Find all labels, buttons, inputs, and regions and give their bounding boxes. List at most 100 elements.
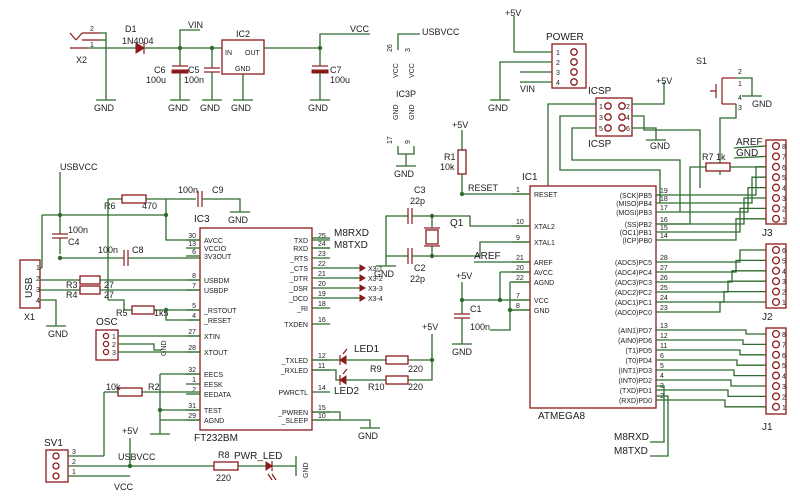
x3-arrow (359, 284, 366, 292)
x3-label: X3-4 (368, 296, 383, 303)
gnd-label-ic2: GND (231, 103, 252, 113)
j3-pin-number: 3 (782, 196, 786, 203)
gnd-label-crystal: GND (374, 269, 395, 279)
ic3-pin-number: 5 (192, 303, 196, 310)
j1-pin (771, 381, 781, 391)
icsp-pin-number: 5 (599, 126, 603, 133)
p5v-label-ic1: +5V (456, 271, 472, 281)
aref-net-label: AREF (474, 251, 501, 262)
r1-resistor: +5V R1 10k RESET (440, 120, 530, 197)
ic3-pin-name: USBDP (204, 288, 228, 295)
ic1-pin-number: 25 (660, 285, 668, 292)
ic3p-pin-9: 9 (405, 140, 412, 144)
x1-label: X1 (24, 312, 35, 322)
ic1-pin-name: (ADC3)PC3 (615, 280, 652, 287)
ic3-pin-name: USBDM (204, 278, 229, 285)
ic3-pin-name: TEST (204, 408, 223, 415)
ic1-pin-name: (ICP)PB0 (622, 238, 652, 245)
j2-pin-number: 1 (782, 300, 786, 307)
ic3-pin-name: EEDATA (204, 392, 231, 399)
x3-label: X3-1 (368, 266, 383, 273)
vcc-label-top: VCC (350, 24, 370, 34)
r4-label: R4 (66, 290, 78, 300)
osc-label: OSC (96, 317, 118, 328)
ic1-pin-name: (T1)PD5 (626, 348, 653, 355)
p5v-label-icsp: +5V (656, 76, 672, 86)
c5-value: 100n (184, 75, 204, 85)
ic1-pin-number: 5 (660, 363, 664, 370)
ic3-pin-number: 24 (318, 241, 326, 248)
j3-pin (771, 214, 781, 223)
ic3p-label: IC3P (396, 89, 416, 99)
c9-label: C9 (212, 185, 224, 195)
ic1-pin-number: 23 (660, 305, 668, 312)
pwr-led-label: PWR_LED (234, 451, 282, 462)
gnd-label-pwr-led: GND (303, 462, 310, 478)
j2-pin-number: 3 (782, 279, 786, 286)
d1-value: 1N4004 (122, 36, 154, 46)
ic1-pin-number: 19 (660, 188, 668, 195)
ic1-pin-number: 28 (660, 255, 668, 262)
j2-pin-number: 4 (782, 269, 786, 276)
sv1-pin-number: 1 (72, 469, 76, 476)
j1-pin-number: 7 (782, 342, 786, 349)
r3-label: R3 (66, 280, 78, 290)
ic3-part-name: FT232BM (194, 433, 238, 444)
ic3-pin-number: 23 (318, 251, 326, 258)
ic1-pin-name: GND (534, 308, 550, 315)
ic1-pin-name: AVCC (534, 270, 553, 277)
power-label: POWER (546, 32, 584, 43)
c6-label: C6 (154, 65, 166, 75)
j1-pin-number: 2 (782, 394, 786, 401)
j2-pin-number: 2 (782, 290, 786, 297)
ic1-pin-number: 4 (660, 373, 664, 380)
ic3-pin-number: 16 (318, 317, 326, 324)
j1-wire (676, 349, 766, 356)
ic1-pin-number: 15 (660, 225, 668, 232)
j2-pin (771, 277, 781, 286)
j3-pin-number: 4 (782, 186, 786, 193)
ic1-pin-number: 16 (660, 217, 668, 224)
j1-pin-number: 4 (782, 374, 786, 381)
ic3-pin-name: _SLEEP (281, 418, 309, 425)
ic1-pin-name: (T0)PD4 (626, 358, 653, 365)
ic1-pin-number: 12 (660, 333, 668, 340)
ic3-pin-number: 6 (192, 249, 196, 256)
c9-value: 100n (178, 185, 198, 195)
j3-gnd-wire (733, 155, 767, 159)
led2-label: LED2 (334, 386, 359, 397)
ic3-pin-number: 18 (318, 301, 326, 308)
power-pin-number: 3 (556, 70, 560, 77)
c6-capacitor: C6 100u GND (146, 48, 190, 113)
ic3-pin-name: _RXLED (280, 368, 308, 375)
r3-r4-resistors: R3 R4 27 27 (66, 275, 200, 300)
ic1-pin-number: 21 (516, 255, 524, 262)
j1-pin-number: 5 (782, 363, 786, 370)
j1-pin (771, 329, 781, 339)
ic2-regulator: IN OUT GND IC2 (221, 29, 265, 75)
power-pin-number: 2 (556, 60, 560, 67)
ic1-pin-number: 26 (660, 275, 668, 282)
ic1-pin-name: (ADC4)PC4 (615, 270, 652, 277)
gnd-label-power: GND (488, 103, 509, 113)
ic1-pin-name: (SS)PB2 (625, 222, 652, 229)
c5-capacitor: C5 100n GND (184, 48, 222, 113)
ic1-power-nets: AREF +5V C1 100n GND (452, 251, 530, 357)
ic1-part-name: ATMEGA8 (538, 411, 585, 422)
icsp-pin-number: 2 (626, 104, 630, 111)
c8-capacitor: 100n C8 (57, 245, 200, 266)
r9-label: R9 (370, 364, 382, 374)
osc-pin (102, 332, 110, 340)
vcc-label-sv1: VCC (114, 482, 134, 492)
p5v-label-power: +5V (505, 8, 521, 18)
ic3-pin-name: RXD (293, 246, 308, 253)
power-pin (570, 78, 578, 86)
ic1-pin-number: 1 (516, 187, 520, 194)
j3-wire (676, 176, 766, 204)
j3-pin-number: 2 (782, 206, 786, 213)
ic2-gnd: GND (235, 66, 251, 73)
ic1-pin-number: 10 (516, 219, 524, 226)
r10-label: R10 (368, 382, 385, 392)
j1-wire (676, 329, 766, 335)
